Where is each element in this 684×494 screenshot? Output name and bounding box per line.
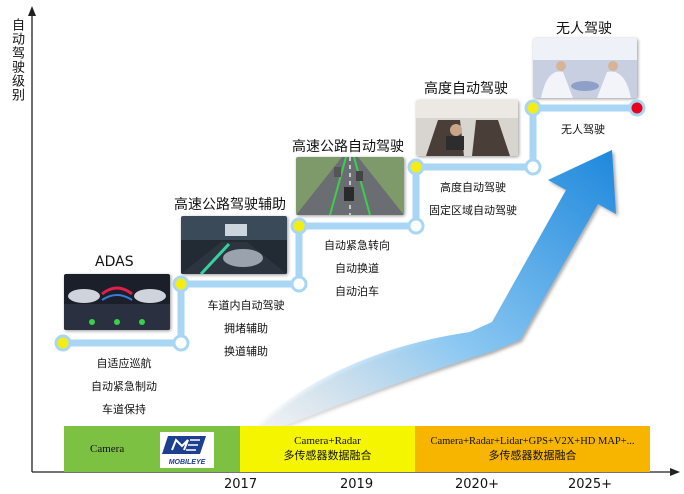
x-tick-2025plus: 2025+	[568, 477, 612, 492]
sensor-band-full-suite: Camera+Radar+Lidar+GPS+V2X+HD MAP+... 多传…	[415, 426, 650, 472]
feature-item: 自动紧急转向	[324, 239, 390, 252]
feature-item: 高度自动驾驶	[440, 181, 506, 194]
feature-list-adas: 自适应巡航 自动紧急制动 车道保持	[84, 352, 164, 421]
feature-item: 换道辅助	[224, 345, 268, 358]
photo-highway-assist	[181, 216, 287, 274]
band-label-full-suite: Camera+Radar+Lidar+GPS+V2X+HD MAP+...	[430, 436, 635, 447]
feature-item: 车道内自动驾驶	[207, 299, 285, 312]
sensor-band-camera-radar: Camera+Radar 多传感器数据融合	[240, 426, 415, 472]
logo-text: MOBILEYE	[169, 459, 206, 466]
stage-title-highly-automated: 高度自动驾驶	[424, 81, 508, 97]
stage-title-highway-assist: 高速公路驾驶辅助	[174, 197, 286, 213]
photo-highly-automated	[416, 100, 518, 156]
photo-adas	[64, 274, 170, 330]
feature-item: 自动换道	[335, 262, 379, 275]
y-axis-label: 自动驾驶级别	[9, 18, 24, 102]
stage-title-adas: ADAS	[95, 254, 134, 270]
photo-driverless	[533, 38, 637, 98]
x-tick-2019: 2019	[340, 477, 374, 492]
level-staircase	[63, 104, 637, 347]
x-tick-2020plus: 2020+	[455, 477, 499, 492]
stage-title-highway-autopilot: 高速公路自动驾驶	[292, 139, 404, 155]
x-axis-arrowhead	[670, 468, 680, 476]
mobileye-logo: MOBILEYE	[160, 432, 214, 468]
feature-item: 拥堵辅助	[224, 322, 268, 335]
feature-item: 固定区域自动驾驶	[429, 204, 517, 217]
photo-highway-autopilot	[296, 157, 404, 215]
feature-list-highway-autopilot: 自动紧急转向 自动换道 自动泊车	[315, 234, 399, 303]
feature-item: 无人驾驶	[561, 123, 605, 136]
band-sublabel-fusion-2: 多传感器数据融合	[488, 450, 577, 462]
feature-item: 车道保持	[102, 403, 146, 416]
feature-item: 自动紧急制动	[91, 380, 157, 393]
stage-title-driverless: 无人驾驶	[556, 21, 612, 37]
feature-list-driverless: 无人驾驶	[548, 118, 618, 141]
feature-item: 自动泊车	[335, 285, 379, 298]
band-sublabel-fusion-1: 多传感器数据融合	[283, 450, 372, 462]
growth-arrow	[242, 150, 616, 440]
x-tick-2017: 2017	[224, 477, 258, 492]
feature-list-highway-assist: 车道内自动驾驶 拥堵辅助 换道辅助	[198, 294, 294, 363]
feature-list-highly-automated: 高度自动驾驶 固定区域自动驾驶	[418, 176, 528, 222]
y-axis-arrowhead	[28, 6, 36, 16]
feature-item: 自适应巡航	[96, 357, 152, 370]
band-label-camera: Camera	[90, 443, 125, 455]
band-label-camera-radar: Camera+Radar	[294, 435, 361, 447]
